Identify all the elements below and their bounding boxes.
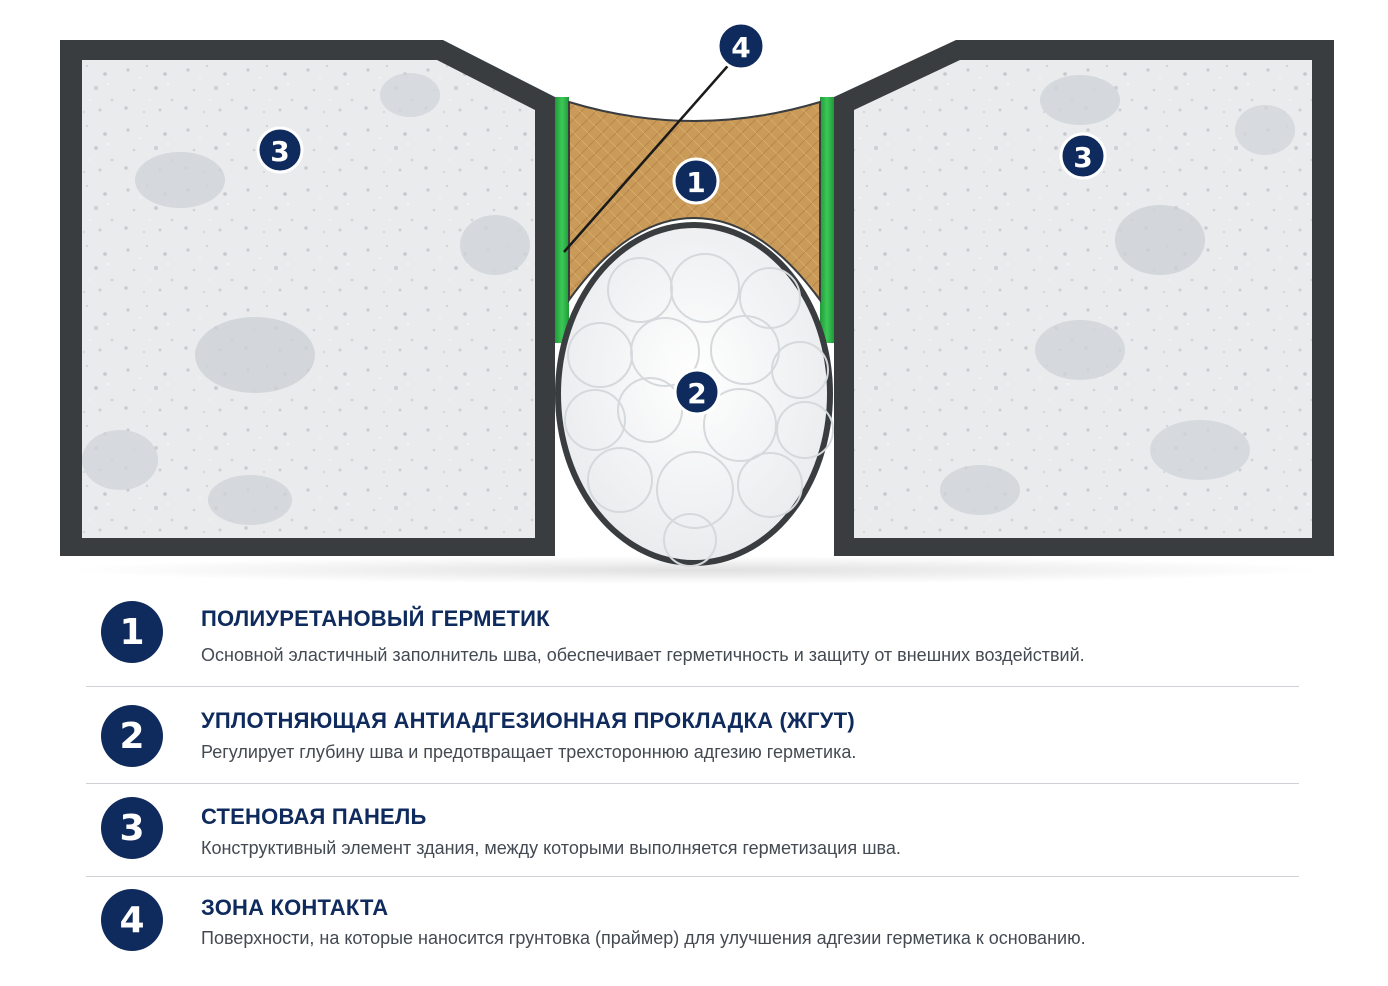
svg-text:4: 4 (731, 31, 750, 64)
svg-text:3: 3 (1073, 141, 1092, 174)
joint-diagram: 3 3 1 2 4 (60, 21, 1334, 567)
svg-text:2: 2 (687, 377, 706, 410)
legend-title: СТЕНОВАЯ ПАНЕЛЬ (201, 804, 427, 829)
legend-number-badge: 2 (101, 705, 163, 767)
marker-3-left: 3 (256, 126, 304, 174)
legend-number-badge: 1 (101, 601, 163, 663)
marker-2: 2 (673, 368, 721, 416)
legend-title: УПЛОТНЯЮЩАЯ АНТИАДГЕЗИОННАЯ ПРОКЛАДКА (Ж… (201, 708, 855, 733)
primer-strip-right (820, 97, 834, 343)
legend-description: Конструктивный элемент здания, между кот… (201, 838, 901, 858)
contact-zone-leader-line (563, 51, 741, 253)
legend-divider (86, 686, 1299, 687)
svg-text:1: 1 (686, 166, 705, 199)
marker-4: 4 (716, 21, 766, 71)
legend-divider (86, 876, 1299, 877)
legend-number-badge: 3 (101, 797, 163, 859)
legend-number-badge: 4 (101, 889, 163, 951)
legend-title: ЗОНА КОНТАКТА (201, 895, 389, 920)
primer-strip-left (555, 97, 569, 343)
legend-description: Регулирует глубину шва и предотвращает т… (201, 742, 857, 762)
left-wall-panel (60, 40, 555, 556)
svg-text:3: 3 (270, 135, 289, 168)
legend-description: Поверхности, на которые наносится грунто… (201, 928, 1086, 948)
legend-divider (86, 783, 1299, 784)
legend-description: Основной эластичный заполнитель шва, обе… (201, 645, 1085, 665)
marker-3-right: 3 (1059, 132, 1107, 180)
legend-title: ПОЛИУРЕТАНОВЫЙ ГЕРМЕТИК (201, 606, 550, 631)
marker-1: 1 (672, 157, 720, 205)
right-wall-panel (834, 40, 1334, 556)
